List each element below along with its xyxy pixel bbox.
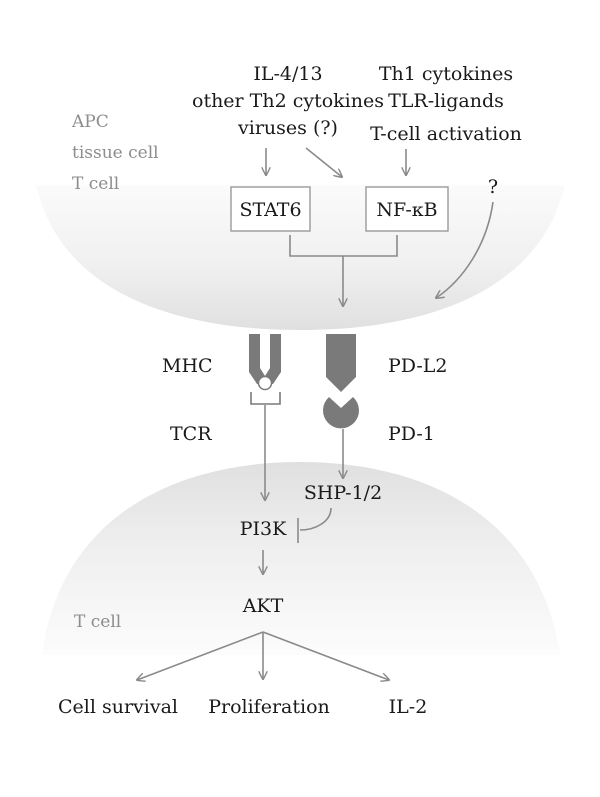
arrow-akt-to-survival <box>137 631 264 680</box>
tissue-cell-label: tissue cell <box>72 143 159 163</box>
shp-label: SHP-1/2 <box>304 482 382 504</box>
stimulus-th2-cytokines: other Th2 cytokines <box>192 90 384 112</box>
arrow-akt-to-il2 <box>262 631 389 680</box>
t-cell-membrane <box>42 462 560 655</box>
pd1-molecule <box>322 397 359 429</box>
pi3k-label: PI3K <box>240 518 287 540</box>
outcome-il2: IL-2 <box>389 696 428 718</box>
unknown-stimulus-label: ? <box>488 176 498 198</box>
pdl2-label: PD-L2 <box>388 355 448 377</box>
stimulus-t-cell-activation: T-cell activation <box>370 123 522 145</box>
tcr-label: TCR <box>170 423 212 445</box>
stimulus-il4-13: IL-4/13 <box>253 63 322 85</box>
nfkb-box <box>365 186 449 232</box>
nfkb-label: NF-κB <box>376 199 437 221</box>
mhc-molecule <box>249 334 281 384</box>
t-cell-label: T cell <box>74 612 121 632</box>
apc-label: APC <box>71 112 109 132</box>
peptide-antigen <box>257 375 273 391</box>
shp-inhibits-pi3k <box>299 507 332 531</box>
arrow-to-nfkb-from-th2 <box>305 147 342 177</box>
apc-t-cell-label: T cell <box>72 174 119 194</box>
stimulus-tlr-ligands: TLR-ligands <box>388 90 504 112</box>
outcome-cell-survival: Cell survival <box>58 696 178 718</box>
stimulus-th1-cytokines: Th1 cytokines <box>379 63 513 85</box>
arrow-unknown-to-pdl2 <box>436 201 494 298</box>
stimulus-viruses: viruses (?) <box>237 117 338 139</box>
pdl2-molecule <box>326 334 356 392</box>
outcome-proliferation: Proliferation <box>208 696 330 718</box>
stat6-box <box>230 186 311 232</box>
tcr-molecule <box>250 392 281 405</box>
mhc-tcr-complex <box>249 334 281 405</box>
mhc-label: MHC <box>162 355 213 377</box>
akt-label: AKT <box>242 595 284 617</box>
stat6-label: STAT6 <box>239 199 301 221</box>
pd1-label: PD-1 <box>388 423 435 445</box>
